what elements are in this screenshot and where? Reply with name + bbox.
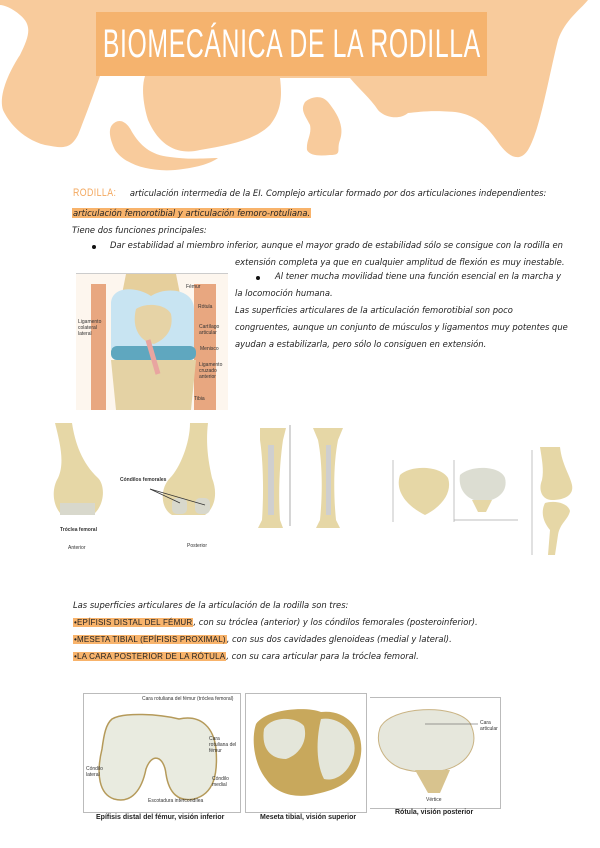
caption-tibial-plateau: Meseta tibial, visión superior <box>260 814 357 821</box>
surface-femur-description: , con su tróclea (anterior) y los cóndil… <box>193 617 478 627</box>
caption-patella-posterior: Rótula, visión posterior <box>395 809 474 816</box>
label-condilo-lateral: Cóndilo lateral <box>86 766 103 778</box>
intro-definition: articulación intermedia de la EI. Comple… <box>129 188 547 198</box>
label-femur: Fémur <box>186 284 201 290</box>
function-1-line-b: extensión completa ya que en cualquier a… <box>235 257 565 267</box>
knee-illustration <box>76 274 228 410</box>
patella-figures <box>390 460 520 530</box>
bullet-icon <box>256 276 260 280</box>
surfaces-intro: Las superficies articulares de la articu… <box>73 600 349 610</box>
label-vertice: Vértice <box>426 797 442 803</box>
functions-heading: Tiene dos funciones principales: <box>72 225 207 235</box>
label-condilos-femorales: Cóndilos femorales <box>120 477 167 483</box>
tibial-plateau-figure <box>245 693 367 813</box>
paragraph-line-2: congruentes, aunque un conjunto de múscu… <box>235 322 568 332</box>
label-cara-rotuliana-femur: Cara rotuliana del fémur <box>209 736 237 754</box>
page-title: BIOMECÁNICA DE LA RODILLA <box>102 21 481 66</box>
surface-patella-description: , con su cara articular para la tróclea … <box>226 651 419 661</box>
label-cara-articular: Cara articular <box>480 720 498 732</box>
surface-item-femur: •EPÍFISIS DISTAL DEL FÉMUR, con su trócl… <box>73 617 478 628</box>
keyword-cara-posterior-rotula: •LA CARA POSTERIOR DE LA RÓTULA <box>73 652 227 661</box>
label-menisco: Menisco <box>200 346 219 352</box>
femur-anterior-posterior-figure: Cóndilos femorales Tróclea femoral Anter… <box>50 423 220 553</box>
label-cara-rotuliana: Cara rotuliana del fémur (tróclea femora… <box>142 696 234 702</box>
label-posterior: Posterior <box>187 543 208 549</box>
label-condilo-medial: Cóndilo medial <box>212 776 229 788</box>
label-tibia: Tibia <box>194 396 205 402</box>
intro-line-2: articulación femorotibial y articulación… <box>72 208 312 219</box>
patella-illustration <box>392 460 518 522</box>
tibia-figure <box>228 420 368 540</box>
tibial-plateau-illustration <box>253 709 362 796</box>
label-cartilago: Cartílago articular <box>199 324 220 336</box>
patella-posterior-figure: Cara articular Vértice <box>370 697 501 809</box>
function-2-line-b: la locomoción humana. <box>235 288 333 298</box>
intro-line-1: RODILLA: articulación intermedia de la E… <box>73 188 546 199</box>
function-1-line-a: Dar estabilidad al miembro inferior, aun… <box>110 240 563 250</box>
page-title-banner: BIOMECÁNICA DE LA RODILLA <box>96 12 487 76</box>
surface-item-patella: •LA CARA POSTERIOR DE LA RÓTULA, con su … <box>73 651 419 662</box>
keyword-rodilla: RODILLA: <box>73 187 117 199</box>
keyword-meseta-tibial: •MESETA TIBIAL (EPÍFISIS PROXIMAL) <box>73 635 227 644</box>
label-escotadura: Escotadura intercondílea <box>148 798 204 804</box>
knee-lateral-figure <box>530 445 600 565</box>
tibia-illustration <box>258 425 343 528</box>
paragraph-line-1: Las superficies articulares de la articu… <box>235 305 513 315</box>
femur-inferior-figure: Cara rotuliana del fémur (tróclea femora… <box>83 693 241 813</box>
caption-femur-inferior: Epífisis distal del fémur, visión inferi… <box>96 814 225 821</box>
bullet-icon <box>92 245 96 249</box>
label-troclea-femoral: Tróclea femoral <box>60 527 97 533</box>
patella-posterior-illustration <box>377 709 478 793</box>
label-ligamento-colateral: Ligamento colateral lateral <box>78 319 102 337</box>
keyword-epifisis-distal-femur: •EPÍFISIS DISTAL DEL FÉMUR <box>73 618 194 627</box>
surface-item-tibia: •MESETA TIBIAL (EPÍFISIS PROXIMAL), con … <box>73 634 452 645</box>
knee-anatomy-figure: Fémur Rótula Cartílago articular Menisco… <box>76 273 228 410</box>
femur-illustration <box>53 423 216 515</box>
function-2-line-a: Al tener mucha movilidad tiene una funci… <box>275 271 562 281</box>
surface-tibia-description: , con sus dos cavidades glenoideas (medi… <box>226 634 452 644</box>
femur-inferior-illustration <box>98 713 218 801</box>
label-ligamento-cruzado: Ligamento cruzado anterior <box>199 362 223 380</box>
label-anterior: Anterior <box>68 545 86 551</box>
paragraph-line-3: ayudan a estabilizarla, pero sólo lo con… <box>235 339 487 349</box>
highlight-articulations: articulación femorotibial y articulación… <box>72 208 312 218</box>
label-rotula: Rótula <box>198 304 213 310</box>
knee-lateral-illustration <box>531 447 573 555</box>
